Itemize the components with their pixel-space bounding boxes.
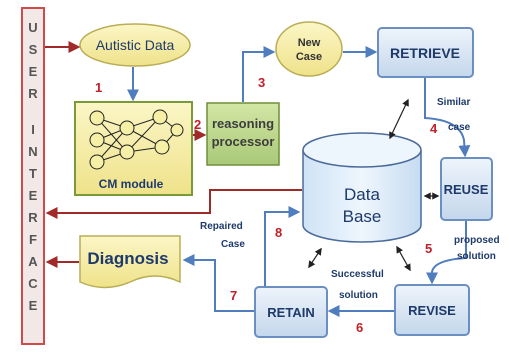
new-case-node: New Case [275, 21, 343, 77]
reasoning-processor-node: reasoning processor [206, 102, 280, 166]
new-case-label-line2: Case [296, 51, 322, 63]
database-label-line2: Base [343, 207, 382, 226]
step-number-1: 1 [95, 80, 102, 95]
arrow-reasoning-to-new-case [242, 46, 276, 102]
repaired-case-label-line1: Repaired [200, 221, 243, 232]
user-interface-letter: R [28, 210, 38, 225]
user-interface-letter: E [29, 64, 38, 79]
repaired-case-label-line2: Case [221, 239, 245, 250]
arrows [45, 41, 471, 317]
arrow-database-retrieve [389, 98, 409, 140]
user-interface-letter: I [31, 122, 35, 137]
new-case-label-line1: New [298, 37, 321, 49]
arrow-database-to-ui [45, 189, 302, 219]
revise-node: REVISE [394, 284, 470, 336]
revise-label: REVISE [408, 303, 456, 318]
step-number-5: 5 [425, 241, 432, 256]
step-number-7: 7 [230, 288, 237, 303]
reuse-node: REUSE [440, 157, 493, 221]
step-number-6: 6 [356, 320, 363, 335]
user-interface-letter: A [28, 254, 38, 269]
arrow-database-revise [396, 245, 411, 272]
user-interface-letter: S [29, 42, 38, 57]
proposed-solution-label-line1: proposed [454, 235, 500, 246]
retain-node: RETAIN [254, 286, 328, 338]
step-number-3: 3 [258, 75, 265, 90]
step-number-8: 8 [275, 225, 282, 240]
neural-network-icon [89, 109, 184, 170]
cm-module-node: CM module [74, 101, 193, 196]
user-interface-letter: F [29, 232, 37, 247]
step-numbers: 1 2 3 4 5 6 7 8 [95, 75, 438, 335]
reasoning-processor-label-line2: processor [212, 134, 275, 149]
user-interface-letter: C [28, 276, 38, 291]
step-number-2: 2 [194, 117, 201, 132]
diagnosis-label: Diagnosis [87, 249, 168, 268]
edge-labels: Similar case proposed solution Successfu… [200, 97, 500, 301]
arrow-database-retain [308, 247, 322, 269]
similar-case-label-line1: Similar [437, 97, 470, 108]
retain-label: RETAIN [267, 305, 314, 320]
user-interface-letter: U [28, 20, 37, 35]
cm-module-label: CM module [99, 177, 164, 191]
diagnosis-node: Diagnosis [79, 235, 181, 289]
autistic-data-node: Autistic Data [79, 23, 191, 67]
arrow-retain-to-diagnosis [182, 254, 254, 312]
arrow-retrieve-to-reuse [424, 78, 471, 158]
user-interface-letter: R [28, 86, 38, 101]
reasoning-processor-label-line1: reasoning [212, 116, 274, 131]
step-number-4: 4 [430, 121, 438, 136]
proposed-solution-label-line2: solution [457, 251, 496, 262]
autistic-data-label: Autistic Data [96, 37, 175, 53]
reuse-label: REUSE [444, 182, 489, 197]
retrieve-label: RETRIEVE [390, 45, 460, 61]
similar-case-label-line2: case [448, 122, 471, 133]
successful-solution-label-line1: Successful [331, 269, 384, 280]
user-interface-letter: T [29, 166, 37, 181]
database-cylinder: Data Base [302, 132, 422, 243]
user-interface-letter: N [28, 144, 37, 159]
arrow-reuse-to-revise [426, 221, 467, 285]
retrieve-node: RETRIEVE [377, 27, 474, 78]
database-label-line1: Data [344, 185, 380, 204]
arrow-retain-to-database [264, 206, 301, 286]
successful-solution-label-line2: solution [339, 290, 378, 301]
user-interface-letter: E [29, 188, 38, 203]
user-interface-letter: E [29, 298, 38, 313]
